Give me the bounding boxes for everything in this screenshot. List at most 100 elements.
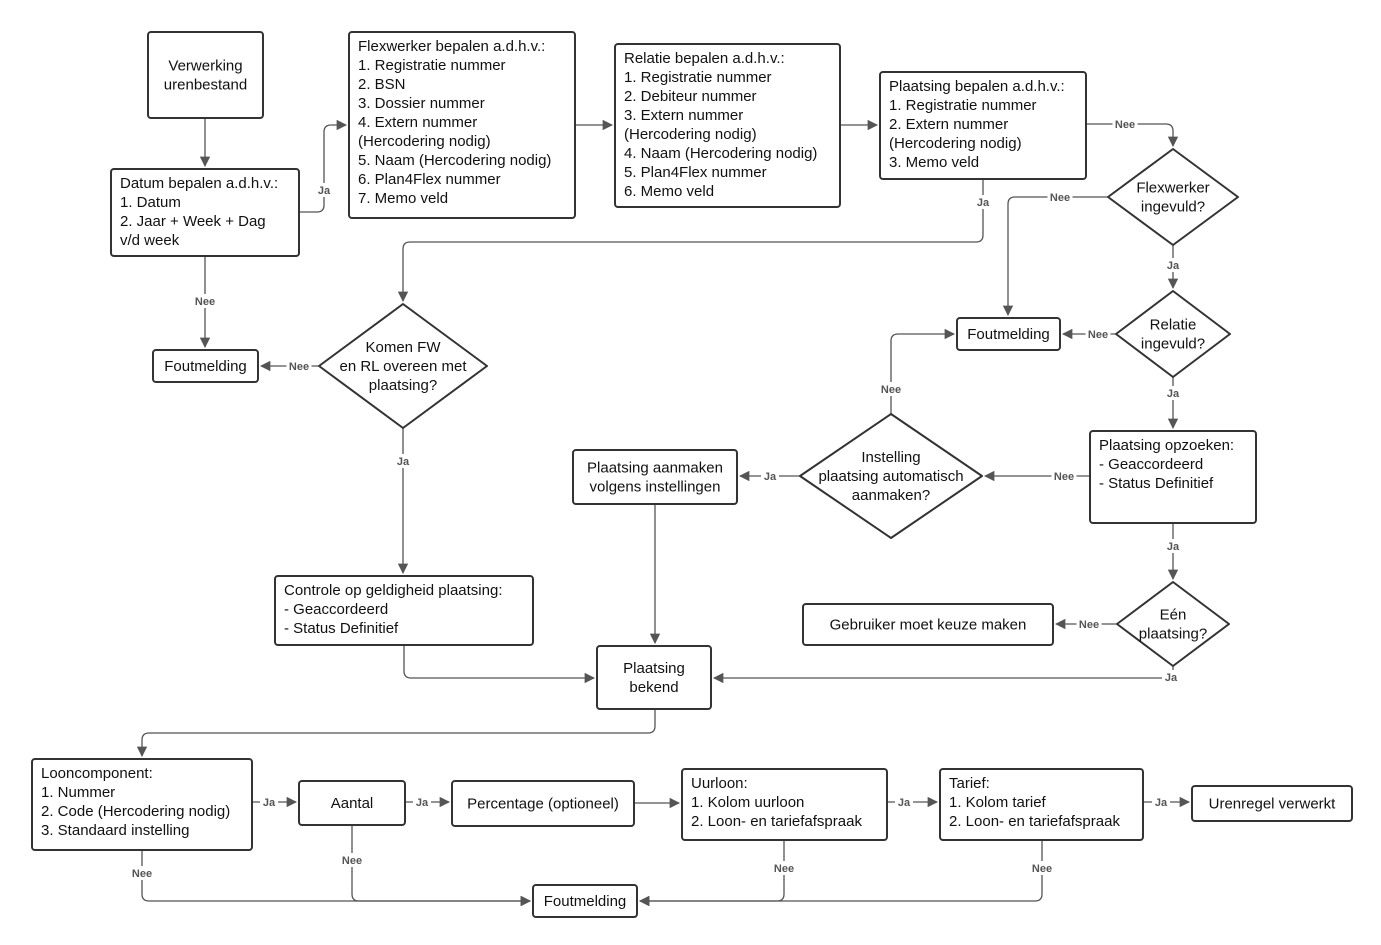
node-fout1-box (152, 349, 259, 383)
node-plaatsing-line-1: Plaatsing bepalen a.d.h.v.: (889, 78, 1065, 95)
edge-label-bg-instelling-fout2 (878, 382, 904, 396)
edge-label-bg-opzoeken-een (1164, 539, 1182, 553)
edge-label-bg-een-gebruiker (1076, 617, 1102, 631)
edge-label-looncomp-fout3: Nee (132, 868, 152, 880)
edge-label-tarief-verwerkt: Ja (1155, 797, 1168, 809)
node-flexwerker-line-2: 1. Registratie nummer (358, 57, 506, 74)
node-controle-line-1: Controle op geldigheid plaatsing: (284, 582, 503, 599)
node-relingevuld-diamond (1115, 290, 1231, 378)
node-relatie-line-1: Relatie bepalen a.d.h.v.: (624, 50, 785, 67)
edge-label-komen-controle: Ja (397, 456, 410, 468)
node-relatie-line-6: 4. Naam (Hercodering nodig) (624, 145, 817, 162)
edge-label-bg-datum-fout1 (192, 294, 218, 308)
edge-controle-bekend (403, 645, 596, 684)
node-relatie: Relatie bepalen a.d.h.v.: 1. Registratie … (614, 43, 841, 208)
edge-een-bekend (712, 666, 1174, 684)
edge-label-relingevuld-fout2: Nee (1088, 329, 1108, 341)
edge-label-komen-fout1: Nee (289, 361, 309, 373)
node-aanmaken-box (572, 449, 738, 505)
node-opzoeken-box (1089, 430, 1257, 524)
node-percentage-box (451, 780, 635, 827)
node-percentage-line-1: Percentage (optioneel) (467, 796, 619, 813)
node-fout3-box (532, 884, 638, 918)
node-flexwerker-line-4: 3. Dossier nummer (358, 95, 485, 112)
node-flexingevuld-line-1: Flexwerker (1136, 180, 1209, 197)
edge-label-aantal-percentage: Ja (416, 797, 429, 809)
node-looncomp-box (31, 758, 253, 851)
node-start: Verwerking urenbestand (147, 31, 264, 119)
edge-label-plaatsing-komen: Ja (977, 197, 990, 209)
edge-label-opzoeken-instelling: Nee (1054, 471, 1074, 483)
node-uurloon-line-3: 2. Loon- en tariefafspraak (691, 813, 862, 830)
node-looncomp-line-1: Looncomponent: (41, 765, 153, 782)
node-tarief-line-1: Tarief: (949, 775, 990, 792)
node-opzoeken: Plaatsing opzoeken:- Geaccordeerd- Statu… (1089, 430, 1257, 524)
node-instelling-line-3: aanmaken? (852, 487, 930, 504)
node-start-line-2: urenbestand (164, 77, 247, 94)
node-komen-line-3: plaatsing? (369, 377, 437, 394)
edge-label-bg-tarief-verwerkt (1152, 795, 1170, 809)
node-flexwerker-line-9: 7. Memo veld (358, 190, 448, 207)
node-opzoeken-line-2: - Geaccordeerd (1099, 456, 1203, 473)
edge-label-bg-komen-controle (394, 454, 412, 468)
edge-uurloon-fout3 (638, 840, 785, 907)
edge-label-tarief-fout3: Nee (1032, 863, 1052, 875)
node-looncomp-line-3: 2. Code (Hercodering nodig) (41, 803, 230, 820)
node-start-line-1: Verwerking (168, 58, 242, 75)
node-flexwerker-line-1: Flexwerker bepalen a.d.h.v.: (358, 38, 545, 55)
node-gebruiker-line-1: Gebruiker moet keuze maken (830, 617, 1027, 634)
edge-labels: JaNeeNeeJaNeeJaNeeJaNeeJaNeeJaJaNeeNeeJa… (129, 117, 1182, 880)
edge-label-opzoeken-een: Ja (1167, 541, 1180, 553)
edge-label-instelling-fout2: Nee (881, 384, 901, 396)
node-datum-line-1: Datum bepalen a.d.h.v.: (120, 175, 278, 192)
node-verwerkt: Urenregel verwerkt (1191, 785, 1353, 822)
edge-label-bg-opzoeken-instelling (1051, 469, 1077, 483)
node-bekend-line-1: Plaatsing (623, 660, 685, 677)
node-relatie-box (614, 43, 841, 208)
node-plaatsing: Plaatsing bepalen a.d.h.v.:1. Registrati… (879, 71, 1087, 180)
node-datum-line-2: 1. Datum (120, 194, 181, 211)
node-aanmaken-line-1: Plaatsing aanmaken (587, 460, 723, 477)
edge-label-bg-relingevuld-fout2 (1085, 327, 1111, 341)
edge-looncomp-fout3 (141, 850, 532, 907)
node-flexwerker: Flexwerker bepalen a.d.h.v.: 1. Registrat… (348, 31, 576, 219)
node-relatie-line-2: 1. Registratie nummer (624, 69, 772, 86)
node-relingevuld-line-2: ingevuld? (1141, 336, 1205, 353)
edge-label-datum-flexwerker: Ja (318, 185, 331, 197)
node-relingevuld-line-1: Relatie (1150, 317, 1197, 334)
edge-label-relingevuld-opzoeken: Ja (1167, 388, 1180, 400)
node-relatie-line-7: 5. Plan4Flex nummer (624, 164, 767, 181)
edge-label-bg-uurloon-tarief (895, 795, 913, 809)
node-plaatsing-box (879, 71, 1087, 180)
edge-label-uurloon-fout3: Nee (774, 863, 794, 875)
edge-label-bg-komen-fout1 (286, 359, 312, 373)
edge-label-bg-aantal-percentage (413, 795, 431, 809)
node-fout2-box (956, 317, 1061, 351)
node-flexwerker-line-8: 6. Plan4Flex nummer (358, 171, 501, 188)
node-looncomp-line-2: 1. Nummer (41, 784, 115, 801)
edge-aantal-fout3 (351, 825, 532, 907)
node-relingevuld: Relatie ingevuld? (1115, 290, 1231, 378)
edge-label-bg-instelling-aanmaken (761, 469, 779, 483)
edge-label-aantal-fout3: Nee (342, 855, 362, 867)
node-tarief-box (939, 768, 1144, 841)
node-flexwerker-line-7: 5. Naam (Hercodering nodig) (358, 152, 551, 169)
node-plaatsing-line-5: 3. Memo veld (889, 154, 979, 171)
edge-label-bg-datum-flexwerker (315, 183, 333, 197)
edge-label-bg-aantal-fout3 (339, 853, 365, 867)
node-flexwerker-line-3: 2. BSN (358, 76, 406, 93)
node-start-box (147, 31, 264, 119)
node-gebruiker: Gebruiker moet keuze maken (802, 603, 1054, 646)
node-fout2-line-1: Foutmelding (967, 326, 1050, 343)
edge-label-bg-uurloon-fout3 (771, 861, 797, 875)
edge-label-uurloon-tarief: Ja (898, 797, 911, 809)
edge-flexingevuld-fout2 (1002, 196, 1108, 317)
